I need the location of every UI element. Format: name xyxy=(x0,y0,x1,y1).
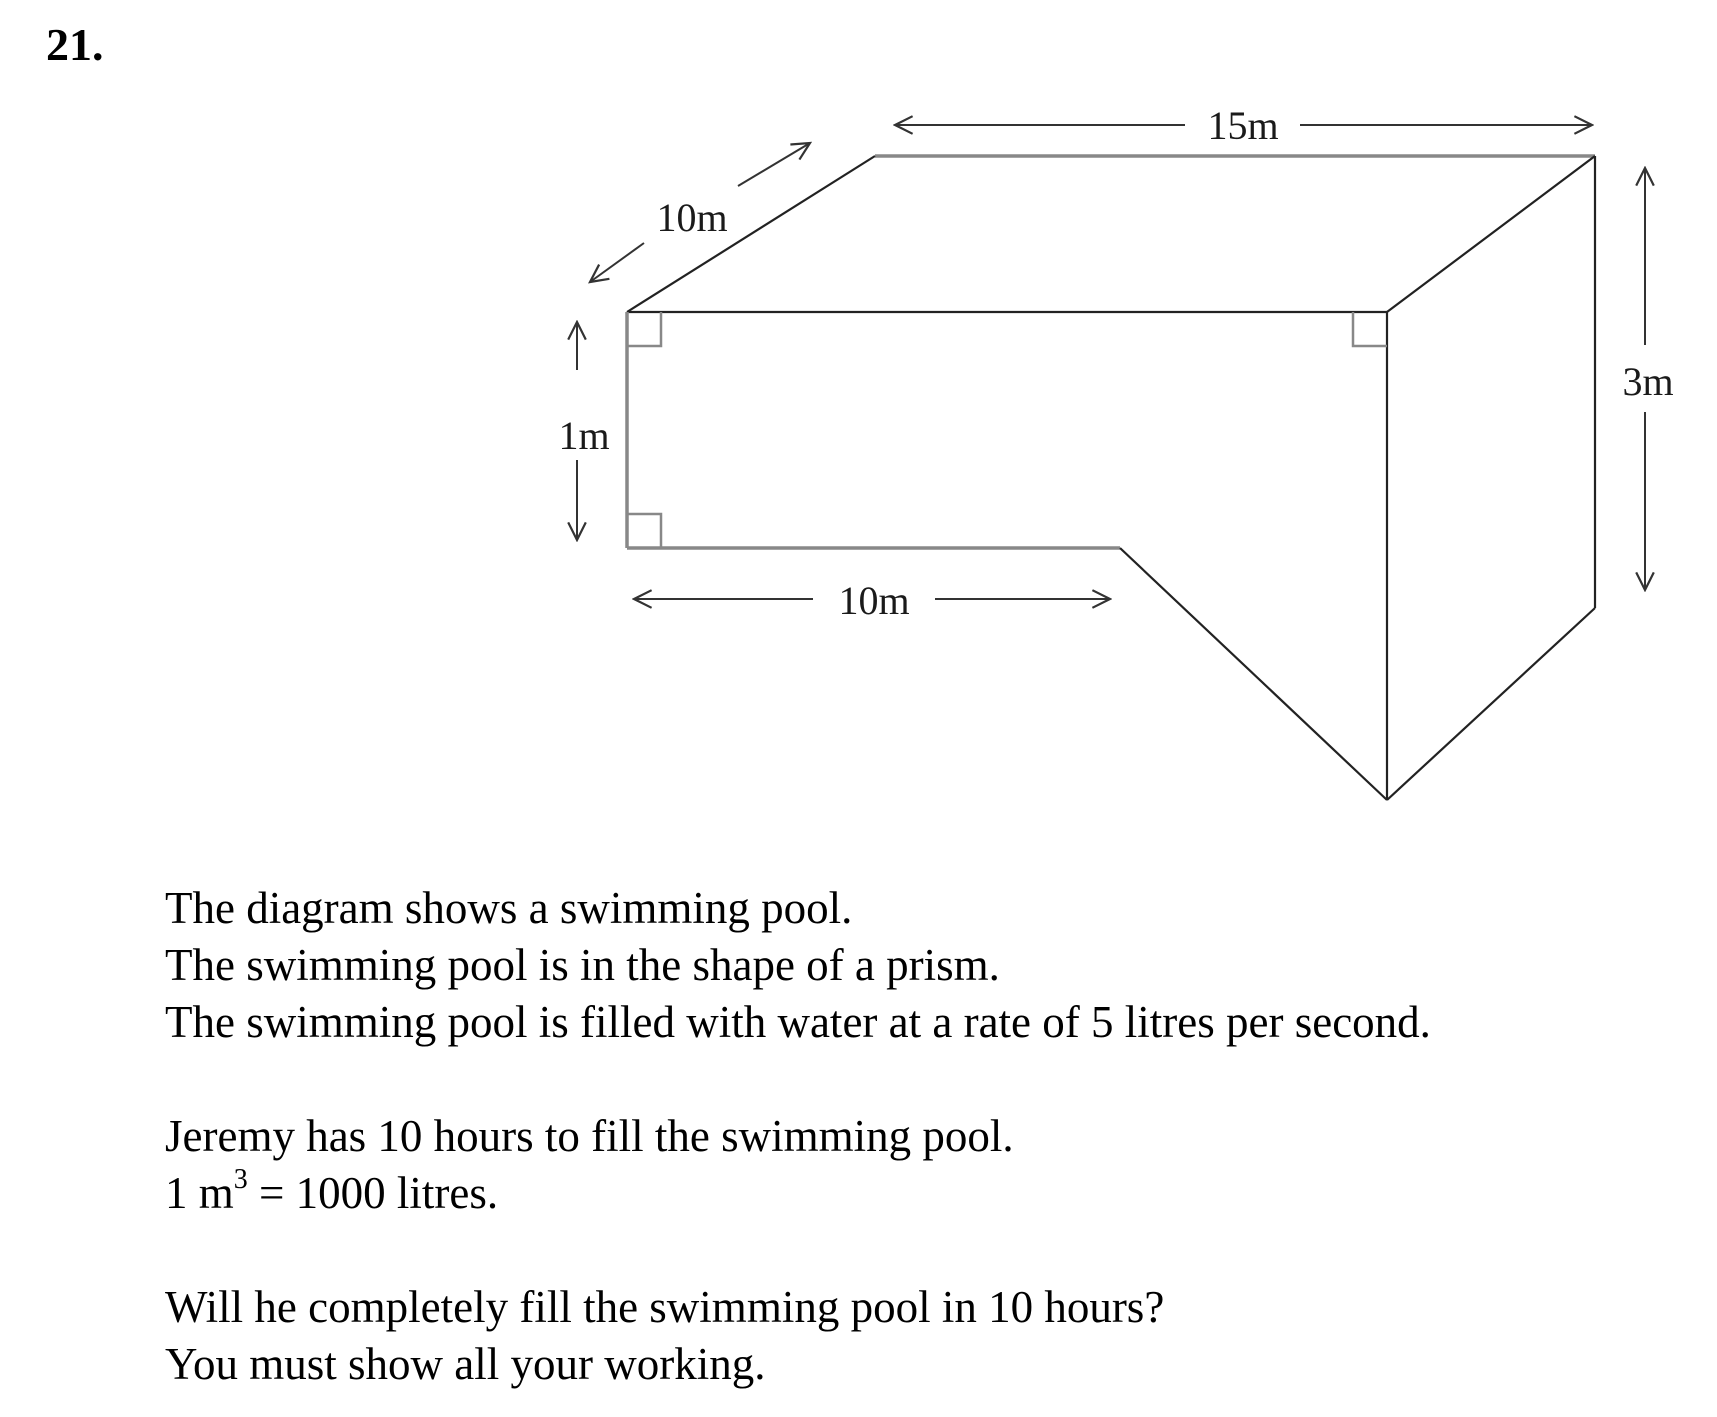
text-line-3: The swimming pool is filled with water a… xyxy=(165,997,1431,1047)
text-line-2: The swimming pool is in the shape of a p… xyxy=(165,940,1000,990)
width-arrow-down xyxy=(590,242,645,282)
top-length-label: 15m xyxy=(1207,103,1278,148)
left-receding-edge xyxy=(626,155,876,313)
right-angle-markers xyxy=(627,312,1387,548)
paragraph-gap xyxy=(165,1051,1665,1108)
right-angle-bottom-left xyxy=(627,512,663,548)
bottom-length-label: 10m xyxy=(838,578,909,623)
right-angle-top-right xyxy=(1351,312,1387,348)
conversion-suffix: = 1000 litres. xyxy=(247,1168,499,1218)
paragraph-gap xyxy=(165,1222,1665,1279)
question-text: The diagram shows a swimming pool. The s… xyxy=(165,880,1665,1393)
right-receding-edge xyxy=(1386,155,1596,313)
dimension-arrows xyxy=(577,125,1645,599)
deep-bottom-receding-edge xyxy=(1386,607,1596,801)
cubed-superscript: 3 xyxy=(233,1164,248,1195)
shallow-depth-label: 1m xyxy=(558,413,609,458)
question-number: 21. xyxy=(46,19,104,70)
sloped-bottom-edge xyxy=(1119,547,1388,801)
deep-depth-label: 3m xyxy=(1622,359,1673,404)
pool-prism xyxy=(625,154,1597,801)
text-line-6: Will he completely fill the swimming poo… xyxy=(165,1282,1165,1332)
width-label: 10m xyxy=(656,195,727,240)
text-line-1: The diagram shows a swimming pool. xyxy=(165,883,853,933)
text-line-7: You must show all your working. xyxy=(165,1339,766,1389)
conversion-prefix: 1 m xyxy=(165,1168,234,1218)
swimming-pool-diagram: 15m 10m 1m 3m 10m xyxy=(558,103,1674,801)
text-line-4: Jeremy has 10 hours to fill the swimming… xyxy=(165,1111,1014,1161)
text-line-5: 1 m3 = 1000 litres. xyxy=(165,1165,1665,1222)
right-angle-top-left xyxy=(627,312,663,348)
width-arrow-up xyxy=(737,143,810,187)
